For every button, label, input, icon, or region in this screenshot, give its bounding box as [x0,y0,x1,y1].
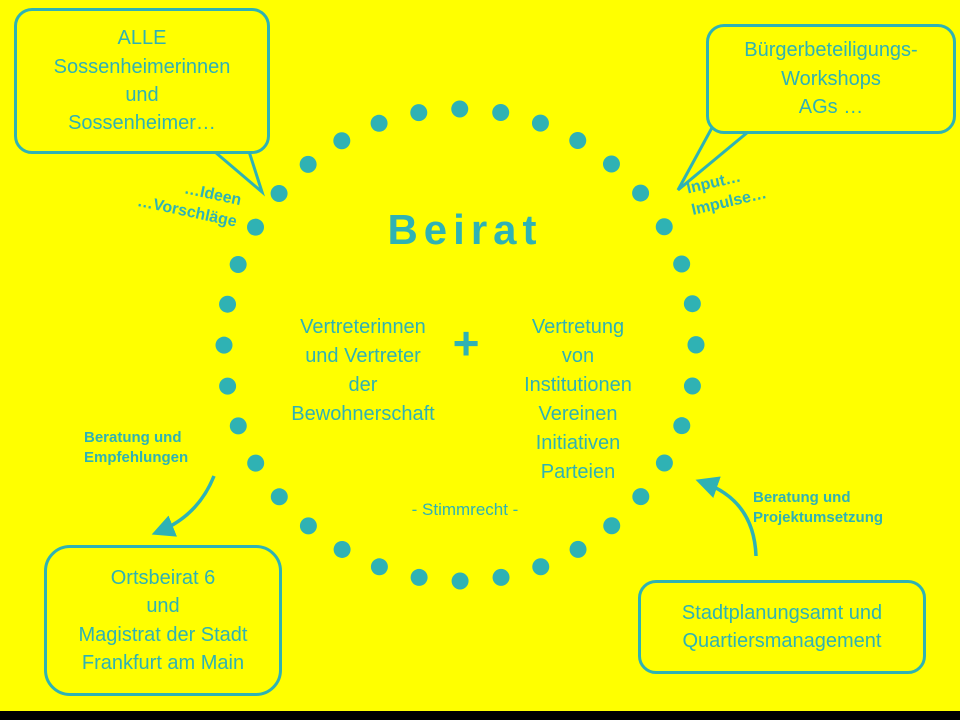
dotted-circle [215,100,705,590]
plus-icon: + [452,317,480,369]
arrow-from-stadtplanungsamt [695,476,758,557]
label-beratung-projektumsetzung: Beratung und Projektumsetzung [753,489,884,527]
callout-ortsbeirat: Ortsbeirat 6 und Magistrat der Stadt Fra… [44,545,282,696]
callout-stadtplanungsamt: Stadtplanungsamt und Quartiersmanagement [638,580,926,674]
label-beratung-empfehlungen: Beratung und Empfehlungen [84,429,189,467]
members-institutions: Vertretung von Institutionen Vereinen In… [524,316,632,483]
arrow-to-ortsbeirat [151,475,216,537]
callout-workshops: Bürgerbeteiligungs- Workshops AGs … [706,24,956,134]
members-residents: Vertreterinnen und Vertreter der Bewohne… [291,316,435,425]
bottom-black-bar [0,711,960,720]
diagram-title: Beirat [387,206,543,253]
callout-all-citizens: ALLE Sossenheimerinnen und Sossenheimer… [14,8,270,154]
voting-right-note: - Stimmrecht - [411,500,519,519]
